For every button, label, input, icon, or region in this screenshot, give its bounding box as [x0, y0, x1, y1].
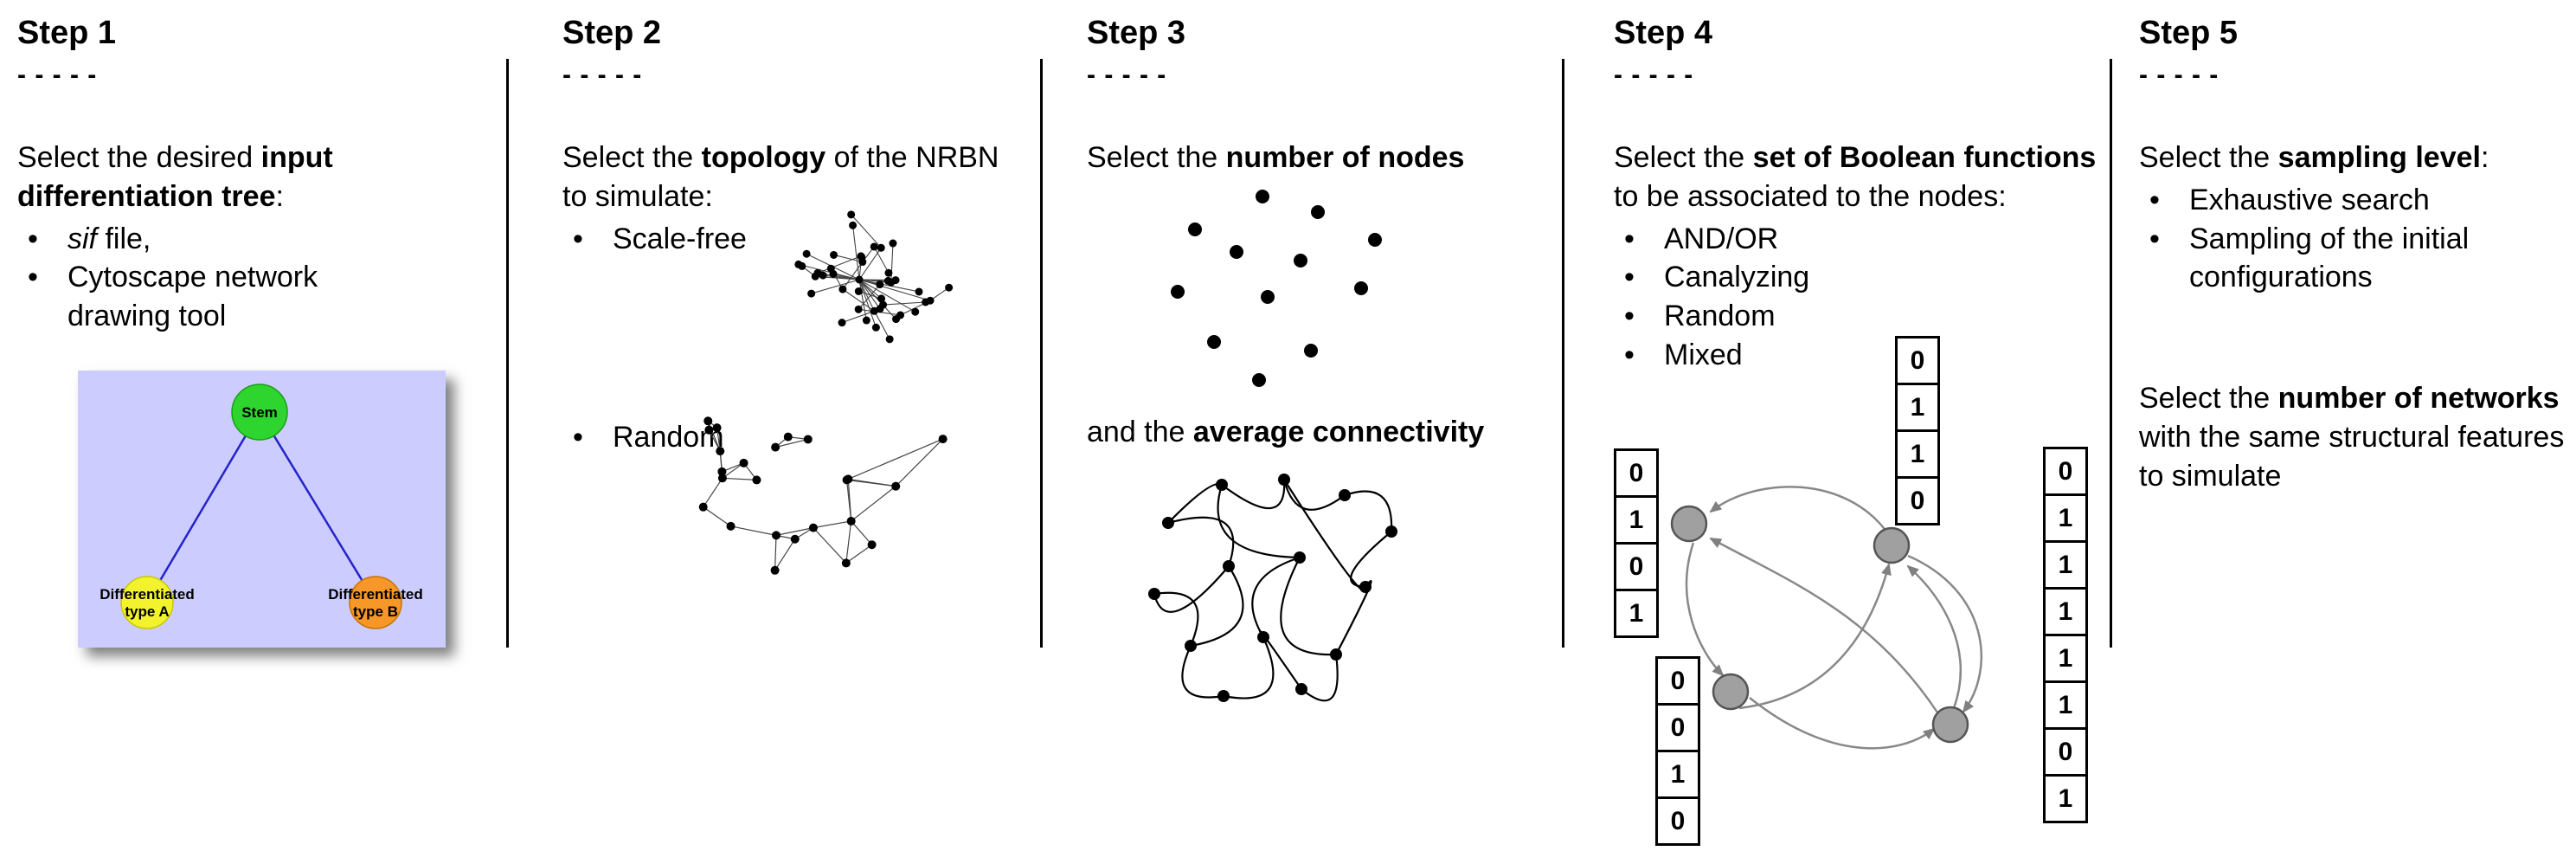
type-b-label-1: Differentiated	[328, 586, 423, 603]
truth-table-cell: 1	[1655, 750, 1700, 799]
truth-table-cell: 1	[2043, 774, 2088, 823]
step-5-options: •Exhaustive search •Sampling of the init…	[2139, 181, 2572, 298]
step-1-instruction: Select the desired input differentiation…	[17, 140, 333, 213]
type-a-node	[120, 576, 174, 629]
stem-label: Stem	[241, 404, 278, 421]
step-5-title: Step 5	[2139, 15, 2239, 51]
list-item: •Canalyzing	[1614, 258, 2098, 297]
truth-table-cell: 0	[1895, 476, 1940, 525]
truth-table-cell: 1	[1895, 429, 1940, 479]
step-3-dashes: - - - - -	[1087, 60, 1167, 89]
boolean-network-graphic	[1670, 486, 1982, 750]
list-item: •Random	[562, 418, 1030, 457]
column-divider	[506, 59, 509, 648]
bullet-marker: •	[2149, 222, 2160, 255]
truth-table-cell: 0	[1655, 796, 1700, 846]
truth-table-cell: 1	[2043, 493, 2088, 543]
differentiation-tree-graphic: Stem Differentiated type A Differentiate…	[100, 384, 423, 629]
bullet-marker: •	[28, 222, 38, 255]
step-5-dashes: - - - - -	[2139, 60, 2219, 89]
list-item: •Scale-free	[562, 220, 1030, 259]
step-4-dashes: - - - - -	[1614, 60, 1694, 89]
truth-table-cell: 1	[2043, 587, 2088, 636]
boolean-node	[1931, 706, 1969, 744]
list-item: •Mixed	[1614, 336, 2098, 375]
step-1-dashes: - - - - -	[17, 60, 98, 89]
step-5-instruction-2: Select the number of networks with the s…	[2139, 382, 2565, 493]
step-2-title: Step 2	[562, 15, 662, 51]
truth-table-cell: 1	[2043, 680, 2088, 730]
step-4-options: •AND/OR •Canalyzing •Random •Mixed	[1614, 220, 2098, 376]
bullet-marker: •	[573, 222, 583, 255]
random-network-graphic	[698, 416, 948, 575]
list-item: •sif file,	[17, 220, 424, 259]
stem-node	[231, 384, 288, 441]
step-2-column: Step 2 - - - - - Select the topology of …	[562, 15, 1030, 575]
column-divider	[1040, 59, 1043, 648]
boolean-node	[1873, 526, 1911, 564]
type-b-label-2: type B	[353, 603, 398, 620]
column-divider	[2110, 59, 2112, 648]
bullet-marker: •	[2149, 183, 2160, 216]
list-item: •Sampling of the initial configurations	[2139, 220, 2572, 298]
truth-table-cell: 1	[2043, 540, 2088, 590]
bullet-marker: •	[1624, 261, 1635, 294]
step-4-column: Step 4 - - - - - Select the set of Boole…	[1614, 15, 2098, 851]
scale-free-network-graphic	[794, 210, 954, 344]
truth-table-cell: 1	[2043, 634, 2088, 683]
truth-table-cell: 0	[1655, 703, 1700, 752]
list-item: •Random	[1614, 297, 2098, 336]
step-2-dashes: - - - - -	[562, 60, 643, 89]
truth-table-cell: 0	[1614, 542, 1659, 591]
boolean-node	[1670, 505, 1708, 543]
truth-table-cell: 0	[2043, 727, 2088, 777]
bullet-marker: •	[28, 261, 38, 294]
list-item: •AND/OR	[1614, 220, 2098, 259]
truth-table-cell: 1	[1614, 495, 1659, 545]
truth-table-cell: 0	[1895, 336, 1940, 385]
bullet-marker: •	[573, 421, 583, 455]
type-b-node	[349, 576, 402, 629]
bullet-marker: •	[1624, 300, 1635, 333]
type-a-label-2: type A	[125, 603, 169, 620]
step-3-title: Step 3	[1087, 15, 1186, 51]
differentiation-tree-figure: Stem Differentiated type A Differentiate…	[78, 371, 446, 648]
step-2-instruction: Select the topology of the NRBN to simul…	[562, 140, 999, 213]
step-3-instruction: Select the number of nodes	[1087, 140, 1465, 174]
step-5-column: Step 5 - - - - - Select the sampling lev…	[2139, 15, 2572, 496]
bullet-marker: •	[1624, 338, 1635, 372]
truth-table-cell: 1	[1614, 589, 1659, 638]
step-1-column: Step 1 - - - - - Select the desired inpu…	[17, 15, 446, 648]
list-item: •Exhaustive search	[2139, 181, 2572, 220]
step-3-instruction-2: and the average connectivity	[1087, 415, 1485, 448]
type-a-label-1: Differentiated	[100, 586, 195, 603]
step-2-options: •Scale-free •Random	[562, 220, 1030, 458]
truth-table-cell: 0	[1614, 448, 1659, 498]
step-4-instruction: Select the set of Boolean functions to b…	[1614, 140, 2097, 213]
truth-table-cell: 1	[1895, 383, 1940, 432]
truth-table-cell: 0	[1655, 656, 1700, 706]
truth-table-cell: 0	[2043, 447, 2088, 496]
list-item: •Cytoscape network drawing tool	[17, 258, 424, 336]
connectivity-network-graphic	[1148, 473, 1397, 702]
step-3-column: Step 3 - - - - - Select the number of no…	[1087, 15, 1554, 708]
column-divider	[1562, 59, 1564, 648]
bullet-marker: •	[1624, 222, 1635, 255]
boolean-node	[1712, 673, 1750, 711]
nodes-dots-graphic	[1171, 189, 1382, 387]
step-4-title: Step 4	[1614, 15, 1713, 51]
step-1-title: Step 1	[17, 15, 117, 51]
step-1-options: •sif file, •Cytoscape network drawing to…	[17, 220, 424, 337]
step-5-instruction: Select the sampling level:	[2139, 140, 2489, 174]
